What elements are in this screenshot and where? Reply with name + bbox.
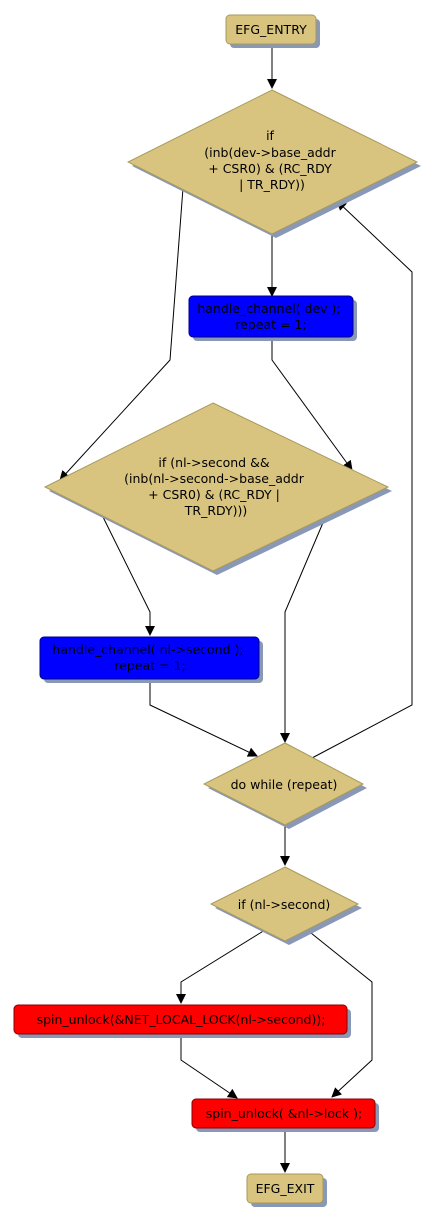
node-dowhile: do while (repeat) [202,742,367,829]
node-label-line: (inb(nl->second->base_addr [124,471,305,486]
edges [59,46,413,1173]
node-handle2: handle_channel( nl->second ); repeat = 1… [39,636,263,683]
node-diamond [209,866,360,942]
node-diamond [43,402,390,572]
node-label-line: handle_channel( dev ); [197,301,340,316]
node-label-line: EFG_EXIT [256,1181,315,1196]
node-label-line: handle_channel( nl->second ); [52,642,243,657]
edge-if1-to-if2 [59,187,184,481]
svg-text:spin_unlock(&NET_LOCAL_LOCK(nl: spin_unlock(&NET_LOCAL_LOCK(nl->second))… [37,1012,326,1027]
node-label-line: if [266,128,274,143]
edge-handle1-to-if2 [271,339,353,471]
node-label-line: do while (repeat) [231,777,338,792]
node-exit: EFG_EXIT [246,1173,327,1207]
edge-if3-to-unlock2 [305,928,373,1098]
svg-text:handle_channel( nl->second );: handle_channel( nl->second ); repeat = 1… [52,642,247,673]
node-handle1: handle_channel( dev ); repeat = 1; [188,295,357,341]
edge-unlock1-to-unlock2 [180,1036,238,1099]
node-unlock1: spin_unlock(&NET_LOCAL_LOCK(nl->second))… [13,1004,351,1038]
edge-if2-to-dowhile [280,517,326,743]
node-entry: EFG_ENTRY [225,14,320,48]
svg-text:EFG_EXIT: EFG_EXIT [256,1181,315,1196]
node-label-line: if (nl->second && [158,455,269,470]
edge-if2-to-handle2 [102,516,155,636]
node-if1: if (inb(dev->base_addr + CSR0) & (RC_RDY… [126,89,421,238]
node-label-line: | TR_RDY)) [239,177,305,192]
node-label-line: spin_unlock( &nl->lock ); [206,1106,362,1121]
svg-text:handle_channel( dev ); r: handle_channel( dev ); repeat = 1; [197,301,344,332]
node-if3: if (nl->second) [209,866,362,945]
node-label: EFG_ENTRY [235,22,307,37]
node-label-line: if (nl->second) [238,897,331,912]
node-diamond [126,89,419,235]
node-box [188,295,354,338]
node-box [225,14,317,45]
edge-if3-to-unlock1 [176,929,266,1004]
node-label-line: repeat = 1; [114,658,185,673]
node-diamond [202,742,365,826]
edge-dowhile-loop-to-if1 [311,200,413,759]
svg-text:do while (repeat): do while (repeat) [231,777,338,792]
svg-text:EFG_ENTRY: EFG_ENTRY [235,22,307,37]
node-box [39,636,260,680]
node-label-line: spin_unlock(&NET_LOCAL_LOCK(nl->second))… [37,1012,326,1027]
node-unlock2: spin_unlock( &nl->lock ); [191,1098,379,1132]
node-label-line: repeat = 1; [235,317,306,332]
node-label-line: (inb(dev->base_addr [204,145,336,160]
edge-handle2-to-dowhile [149,680,258,757]
svg-text:spin_unlock( &nl->lock );: spin_unlock( &nl->lock ); [206,1106,362,1121]
node-box [13,1004,348,1035]
svg-text:if (nl->second && (inb(n: if (nl->second && (inb(nl->second->base_… [124,455,308,518]
svg-text:if (nl->second): if (nl->second) [238,897,331,912]
node-box [191,1098,376,1129]
node-label-line: TR_RDY))) [184,503,247,518]
node-if2: if (nl->second && (inb(nl->second->base_… [43,402,392,575]
node-label-line: + CSR0) & (RC_RDY [208,161,332,176]
node-label-line: + CSR0) & (RC_RDY | [148,487,280,502]
svg-text:if (inb(dev->base_addr: if (inb(dev->base_addr + CSR0) & (RC_RDY… [204,128,339,192]
node-box [246,1173,324,1204]
